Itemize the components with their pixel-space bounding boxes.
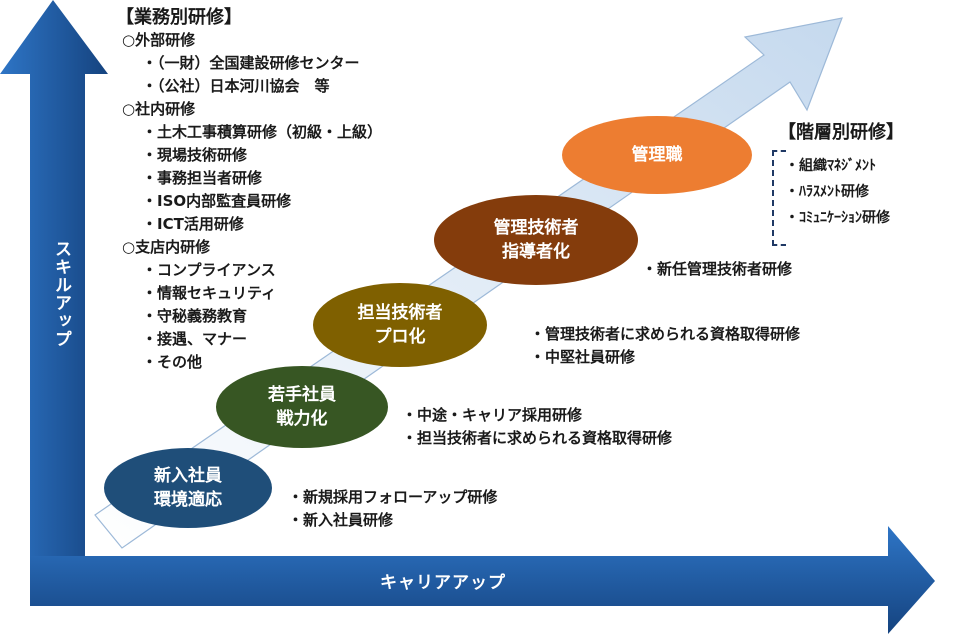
business-training-list: 【業務別研修】 ○外部研修 ・（一財）全国建設研修センター ・（公社）日本河川協… bbox=[116, 6, 382, 374]
stage-label-line: 管理技術者 bbox=[493, 218, 579, 238]
training-item: ・事務担当者研修 bbox=[142, 169, 263, 187]
stage-training-item: ・新入社員研修 bbox=[288, 511, 394, 529]
hierarchical-training-list: ・組織ﾏﾈｼﾞﾒﾝﾄ ・ﾊﾗｽﾒﾝﾄ研修 ・ｺﾐｭﾆｹｰｼｮﾝ研修 bbox=[785, 153, 890, 231]
training-item: ・ICT活用研修 bbox=[142, 215, 244, 233]
stage-training-note: ・中途・キャリア採用研修 ・担当技術者に求められる資格取得研修 bbox=[402, 404, 672, 450]
stage-training-note: ・新任管理技術者研修 bbox=[642, 258, 792, 281]
stage-new-employee: 新入社員 環境適応 bbox=[104, 448, 272, 528]
training-category: ○外部研修 bbox=[122, 31, 196, 49]
stage-training-item: ・新任管理技術者研修 bbox=[642, 260, 793, 278]
stage-training-item: ・担当技術者に求められる資格取得研修 bbox=[402, 429, 673, 447]
training-item: ・（一財）全国建設研修センター bbox=[142, 54, 360, 72]
stage-training-note: ・管理技術者に求められる資格取得研修 ・中堅社員研修 bbox=[530, 323, 800, 369]
career-up-axis-arrow bbox=[30, 526, 935, 634]
stage-training-note: ・新規採用フォローアップ研修 ・新入社員研修 bbox=[288, 486, 497, 532]
stage-training-item: ・新規採用フォローアップ研修 bbox=[288, 488, 498, 506]
training-category: ○社内研修 bbox=[122, 100, 196, 118]
stage-chief-engineer: 管理技術者 指導者化 bbox=[434, 195, 638, 285]
training-item: ・守秘義務教育 bbox=[142, 307, 248, 325]
stage-young-employee: 若手社員 戦力化 bbox=[216, 366, 388, 448]
career-up-axis-label: キャリアアップ bbox=[380, 573, 506, 593]
stage-label-line: 環境適応 bbox=[154, 490, 222, 510]
training-item: ・コンプライアンス bbox=[142, 261, 276, 279]
training-item: ・情報セキュリティ bbox=[142, 284, 277, 302]
business-training-title: 【業務別研修】 bbox=[116, 7, 242, 28]
training-item: ・現場技術研修 bbox=[142, 146, 248, 164]
stage-training-item: ・中堅社員研修 bbox=[530, 348, 636, 366]
stage-label-line: 担当技術者 bbox=[357, 303, 443, 323]
stage-training-item: ・管理技術者に求められる資格取得研修 bbox=[530, 325, 801, 343]
skill-up-axis-arrow bbox=[0, 0, 108, 606]
training-item: ・その他 bbox=[142, 353, 203, 371]
stage-engineer-in-charge: 担当技術者 プロ化 bbox=[313, 283, 487, 367]
stage-label-line: 新入社員 bbox=[154, 466, 222, 486]
training-item: ・土木工事積算研修（初級・上級） bbox=[142, 123, 383, 141]
training-item: ・（公社）日本河川協会 等 bbox=[142, 77, 330, 95]
training-item: ・ISO内部監査員研修 bbox=[142, 192, 292, 210]
stage-label-line: 戦力化 bbox=[276, 409, 328, 429]
stage-label-line: プロ化 bbox=[374, 327, 426, 347]
training-category: ○支店内研修 bbox=[122, 238, 211, 256]
hierarchical-training-title: 【階層別研修】 bbox=[778, 122, 904, 143]
stage-manager: 管理職 bbox=[562, 116, 752, 194]
hierarchical-training-item: ・組織ﾏﾈｼﾞﾒﾝﾄ bbox=[785, 158, 876, 174]
stage-label-line: 管理職 bbox=[631, 145, 683, 165]
skill-up-axis-label: スキルアップ bbox=[51, 240, 71, 348]
hierarchical-training-item: ・ﾊﾗｽﾒﾝﾄ研修 bbox=[785, 184, 869, 200]
hierarchical-training-item: ・ｺﾐｭﾆｹｰｼｮﾝ研修 bbox=[785, 210, 890, 226]
stage-label-line: 指導者化 bbox=[502, 242, 570, 262]
stage-label-line: 若手社員 bbox=[268, 385, 336, 405]
hierarchical-training-bracket bbox=[772, 150, 786, 246]
training-item: ・接遇、マナー bbox=[142, 330, 248, 348]
stage-training-item: ・中途・キャリア採用研修 bbox=[402, 406, 583, 424]
